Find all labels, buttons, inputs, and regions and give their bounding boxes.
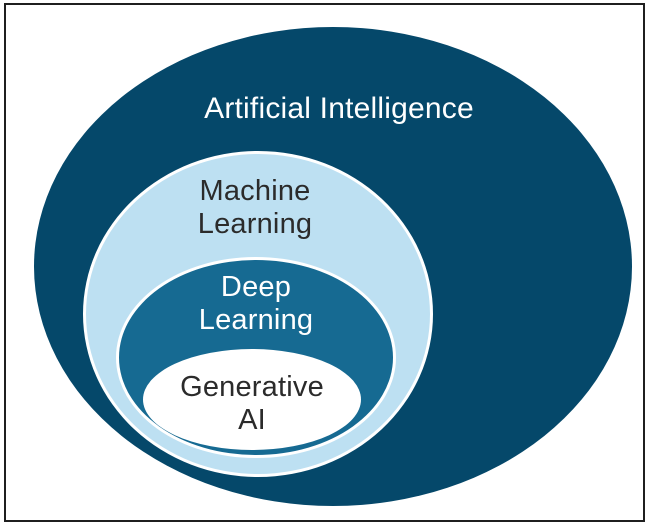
- label-artificial-intelligence-text: Artificial Intelligence: [204, 92, 474, 125]
- ellipse-generative-ai: [143, 349, 361, 450]
- label-machine-learning-line1: Machine: [199, 175, 311, 207]
- label-artificial-intelligence: Artificial Intelligence: [34, 91, 644, 127]
- diagram-frame: Artificial Intelligence Machine Learning…: [4, 3, 645, 522]
- label-generative-ai: Generative AI: [142, 371, 362, 437]
- label-deep-learning-line1: Deep: [220, 271, 292, 303]
- label-generative-ai-line1: Generative: [180, 371, 324, 403]
- label-machine-learning-line2: Learning: [197, 208, 313, 240]
- label-deep-learning-line2: Learning: [198, 304, 314, 336]
- label-deep-learning: Deep Learning: [116, 271, 396, 337]
- label-machine-learning: Machine Learning: [83, 175, 427, 241]
- label-generative-ai-line2: AI: [238, 404, 266, 436]
